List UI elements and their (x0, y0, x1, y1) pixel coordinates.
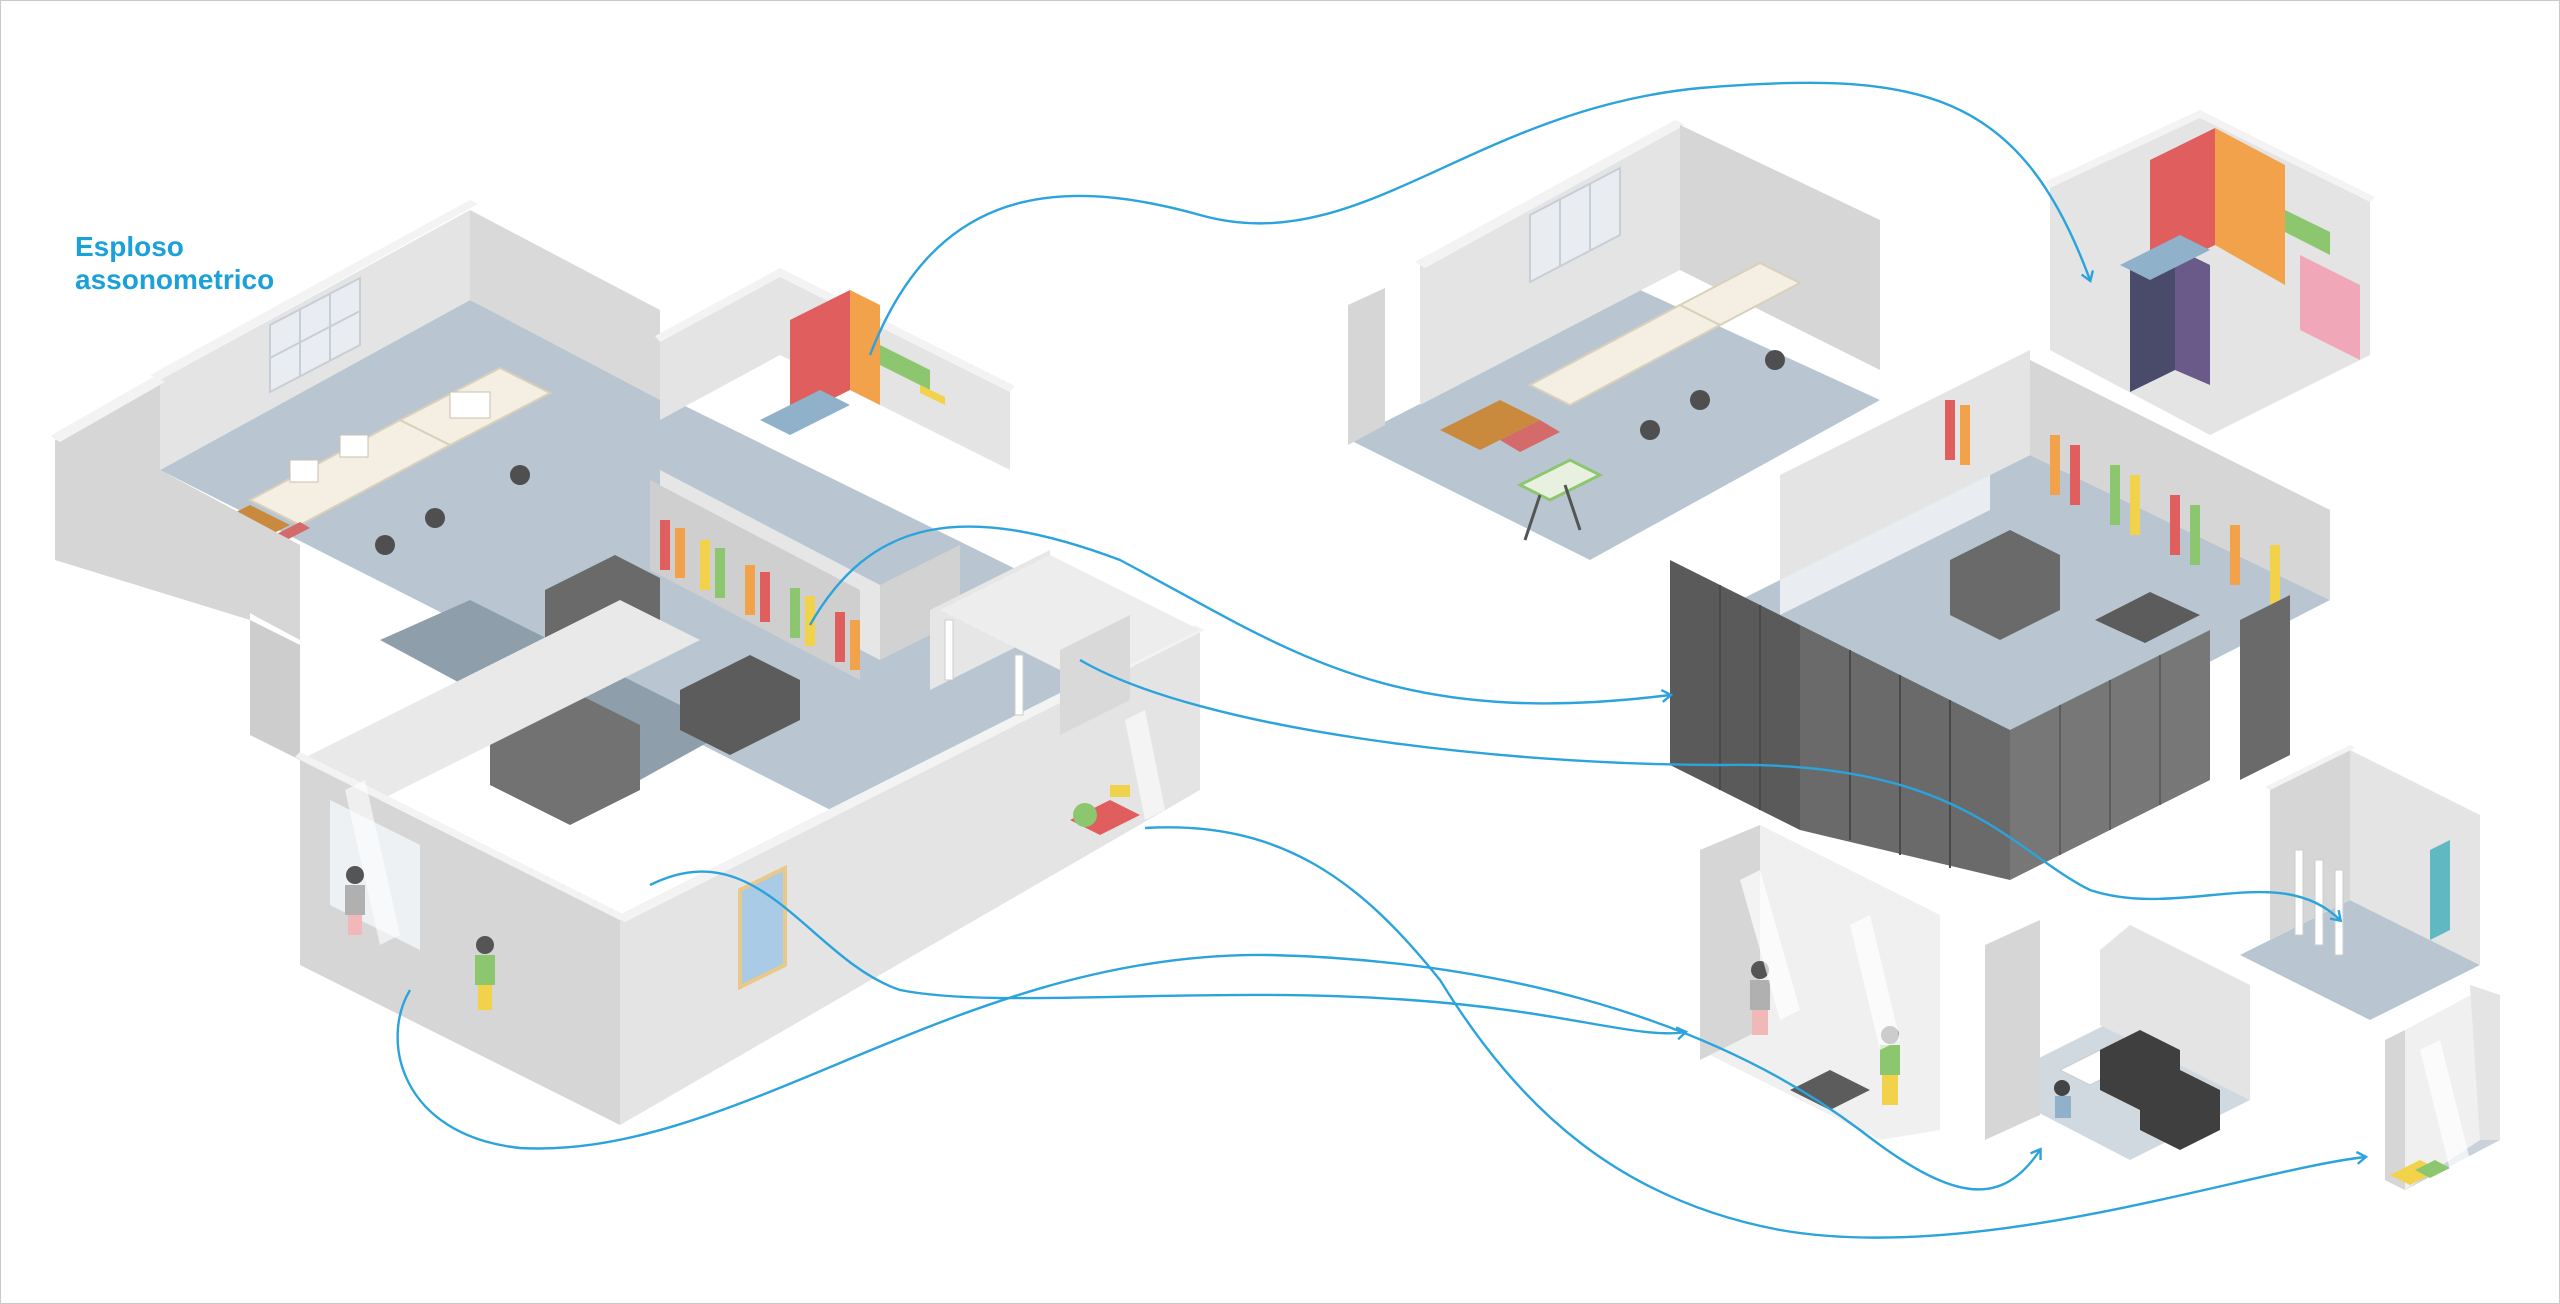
front-wall-right (620, 630, 1200, 1125)
arrow-display-corner (1144, 826, 2369, 1239)
arrow-storage-shelving (868, 81, 2095, 356)
wardrobes-main (650, 480, 860, 680)
module-mannequin-display (1700, 825, 1940, 1140)
display-box-main (1110, 785, 1130, 797)
counter-main (680, 655, 800, 755)
arrow-wardrobe-showroom (808, 525, 1674, 705)
fitting-area-wall (300, 600, 700, 800)
partition-wall-b (880, 545, 960, 660)
module-sewing-workshop (1348, 120, 1880, 560)
window-main (269, 276, 361, 394)
storage-shelves-main (760, 290, 945, 435)
module-display-corner (2385, 985, 2500, 1190)
light-beam-2 (1125, 710, 1165, 820)
light-beam-1 (345, 780, 400, 945)
arrow-fitting-rooms (1079, 658, 2343, 923)
back-wall-left-top (150, 200, 478, 380)
left-outer-wall-top (50, 376, 165, 442)
display-round-main (1073, 803, 1097, 827)
curtain-main-1 (944, 619, 954, 681)
back-wall-right (470, 210, 660, 400)
front-wall-right-top (615, 625, 1205, 922)
fitting-room-wall (1060, 615, 1130, 735)
connection-arrows (396, 81, 2369, 1239)
diagram-title: Esploso assonometrico (75, 230, 274, 296)
module-storage-shelving (2045, 110, 2375, 435)
title-line-1: Esploso (75, 231, 184, 262)
front-wall-left-b (250, 620, 300, 760)
main-floor-plan (50, 200, 1205, 1125)
module-fitting-rooms (2240, 745, 2480, 1020)
arrow-mannequin-display (649, 870, 1689, 1041)
fitting-rooms-main (940, 555, 1200, 685)
arrow-office-lounge (396, 953, 2042, 1191)
curtain-main-2 (1014, 654, 1024, 716)
front-wall-left (160, 470, 300, 640)
module-office-lounge (1985, 920, 2250, 1160)
title-line-2: assonometrico (75, 264, 275, 295)
mirror-main (738, 864, 787, 991)
front-wall-main-top (295, 752, 625, 920)
module-wardrobe-showroom (1670, 350, 2330, 880)
